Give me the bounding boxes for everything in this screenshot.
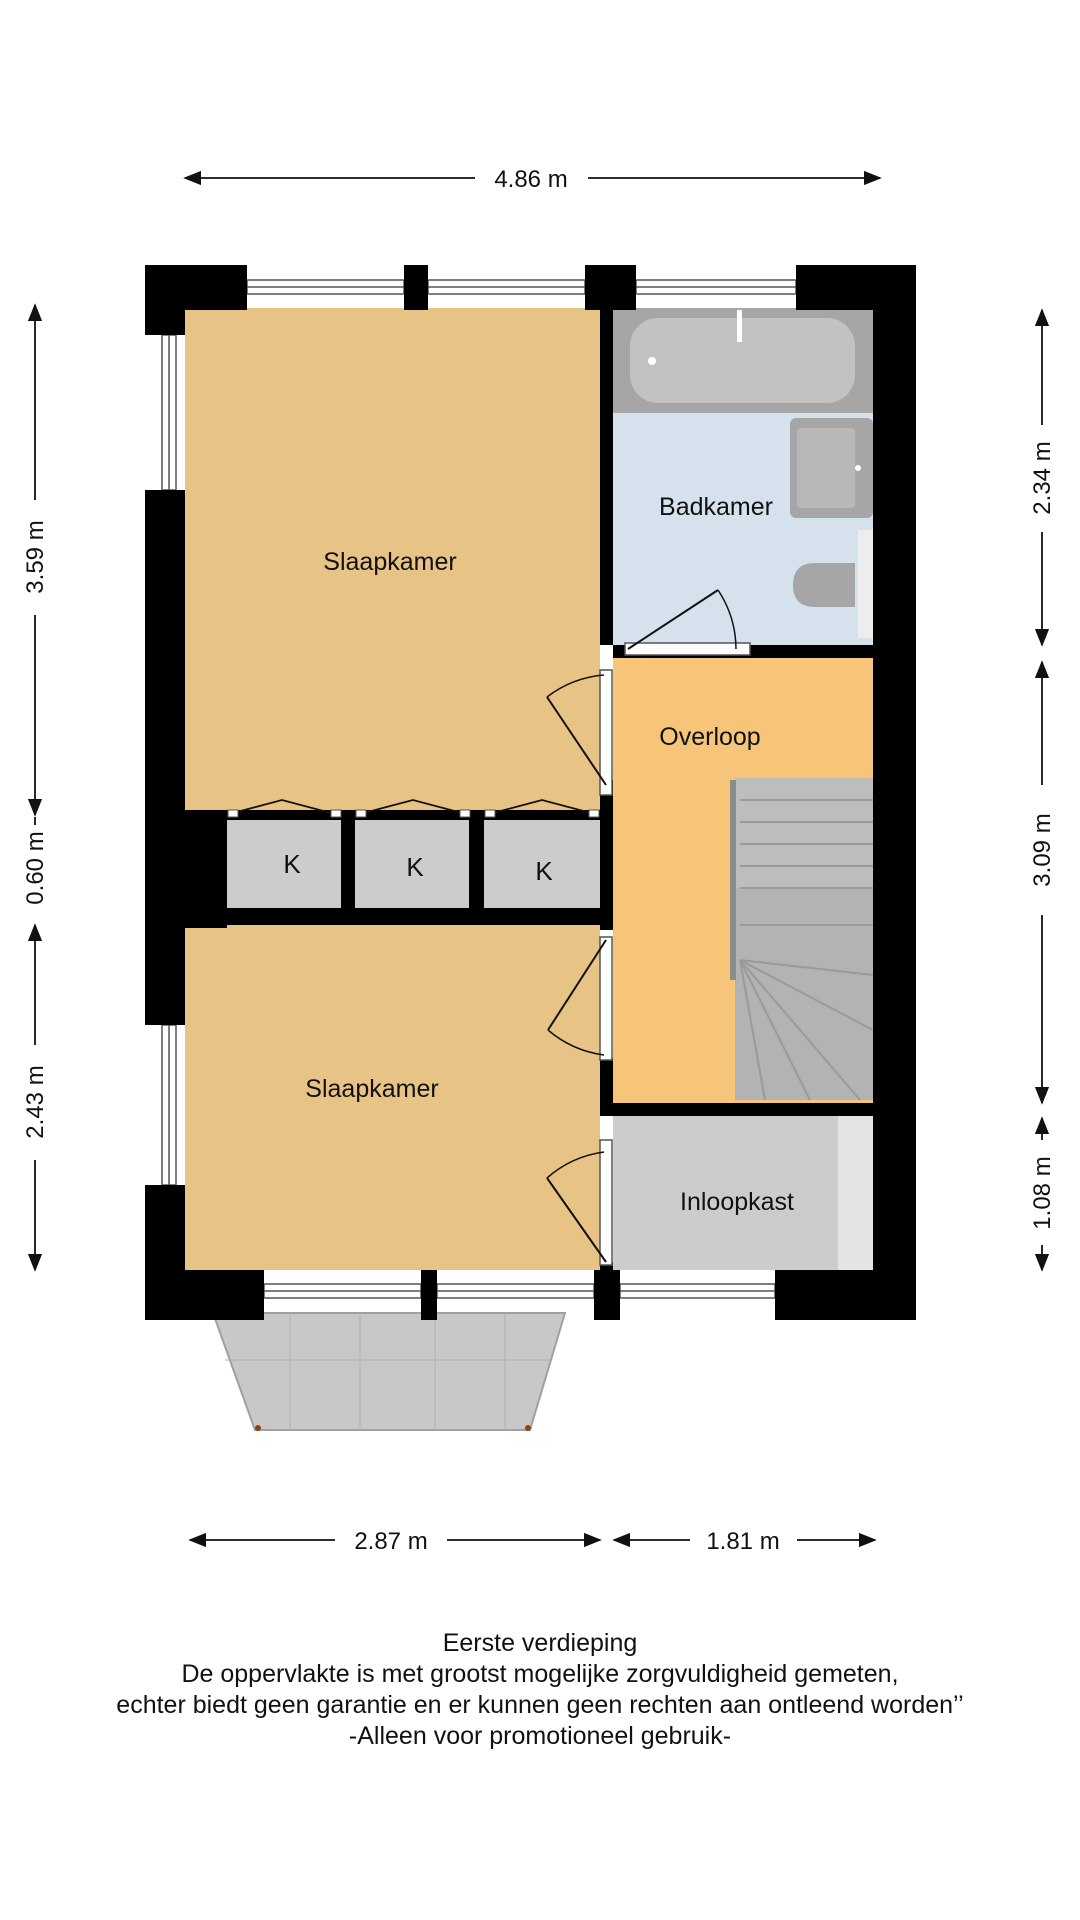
room-label-closet-1: K <box>283 849 301 879</box>
toilet-icon <box>793 530 873 638</box>
closet-1-floor <box>227 820 341 908</box>
balcony <box>211 1312 567 1431</box>
door-walk-in-closet <box>546 1139 613 1266</box>
room-label-walk-in-closet: Inloopkast <box>680 1188 794 1216</box>
room-label-bedroom-top: Slaapkamer <box>323 548 456 576</box>
caption-floor-name: Eerste verdieping <box>442 1629 638 1657</box>
walk-in-closet-shelf <box>838 1116 873 1270</box>
dimension-left-bottom: 2.43 m <box>22 1065 49 1138</box>
room-label-landing: Overloop <box>659 723 760 751</box>
closet-bifold-doors <box>227 799 600 818</box>
doors <box>227 589 751 1266</box>
door-bathroom <box>624 589 751 656</box>
closet-2-floor <box>355 820 469 908</box>
caption-disclaimer-1: De oppervlakte is met grootst mogelijke … <box>181 1660 899 1688</box>
caption-disclaimer-2: echter biedt geen garantie en er kunnen … <box>116 1691 964 1719</box>
bedroom-top-floor <box>185 308 600 810</box>
bedroom-bottom-floor <box>185 925 600 1270</box>
room-label-closet-3: K <box>535 856 553 886</box>
room-label-bathroom: Badkamer <box>659 493 773 521</box>
door-bedroom-bottom <box>547 936 613 1061</box>
dimension-right-middle: 3.09 m <box>1029 813 1056 886</box>
stair-handrail <box>730 780 736 980</box>
dimension-right-bottom: 1.08 m <box>1029 1156 1056 1229</box>
walk-in-closet-floor <box>613 1116 873 1270</box>
dimension-right-top: 2.34 m <box>1029 441 1056 514</box>
sink-icon <box>790 418 873 518</box>
dimension-left-middle: 0.60 m <box>22 831 49 904</box>
walls <box>145 265 916 1320</box>
door-bedroom-top <box>546 669 613 796</box>
caption-block: Eerste verdieping De oppervlakte is met … <box>0 1628 1080 1752</box>
dimension-bottom-left: 2.87 m <box>354 1528 427 1555</box>
closet-3-floor <box>484 820 600 908</box>
dimension-top-width: 4.86 m <box>494 166 567 193</box>
room-label-closet-2: K <box>406 852 424 882</box>
bathtub-icon <box>613 308 873 413</box>
dimension-left-top: 3.59 m <box>22 520 49 593</box>
caption-promo-note: -Alleen voor promotioneel gebruik- <box>348 1722 732 1750</box>
staircase <box>730 778 874 1101</box>
dimension-lines <box>27 170 1050 1548</box>
dimension-bottom-right: 1.81 m <box>706 1528 779 1555</box>
windows <box>161 279 797 1299</box>
room-label-bedroom-bottom: Slaapkamer <box>305 1075 438 1103</box>
